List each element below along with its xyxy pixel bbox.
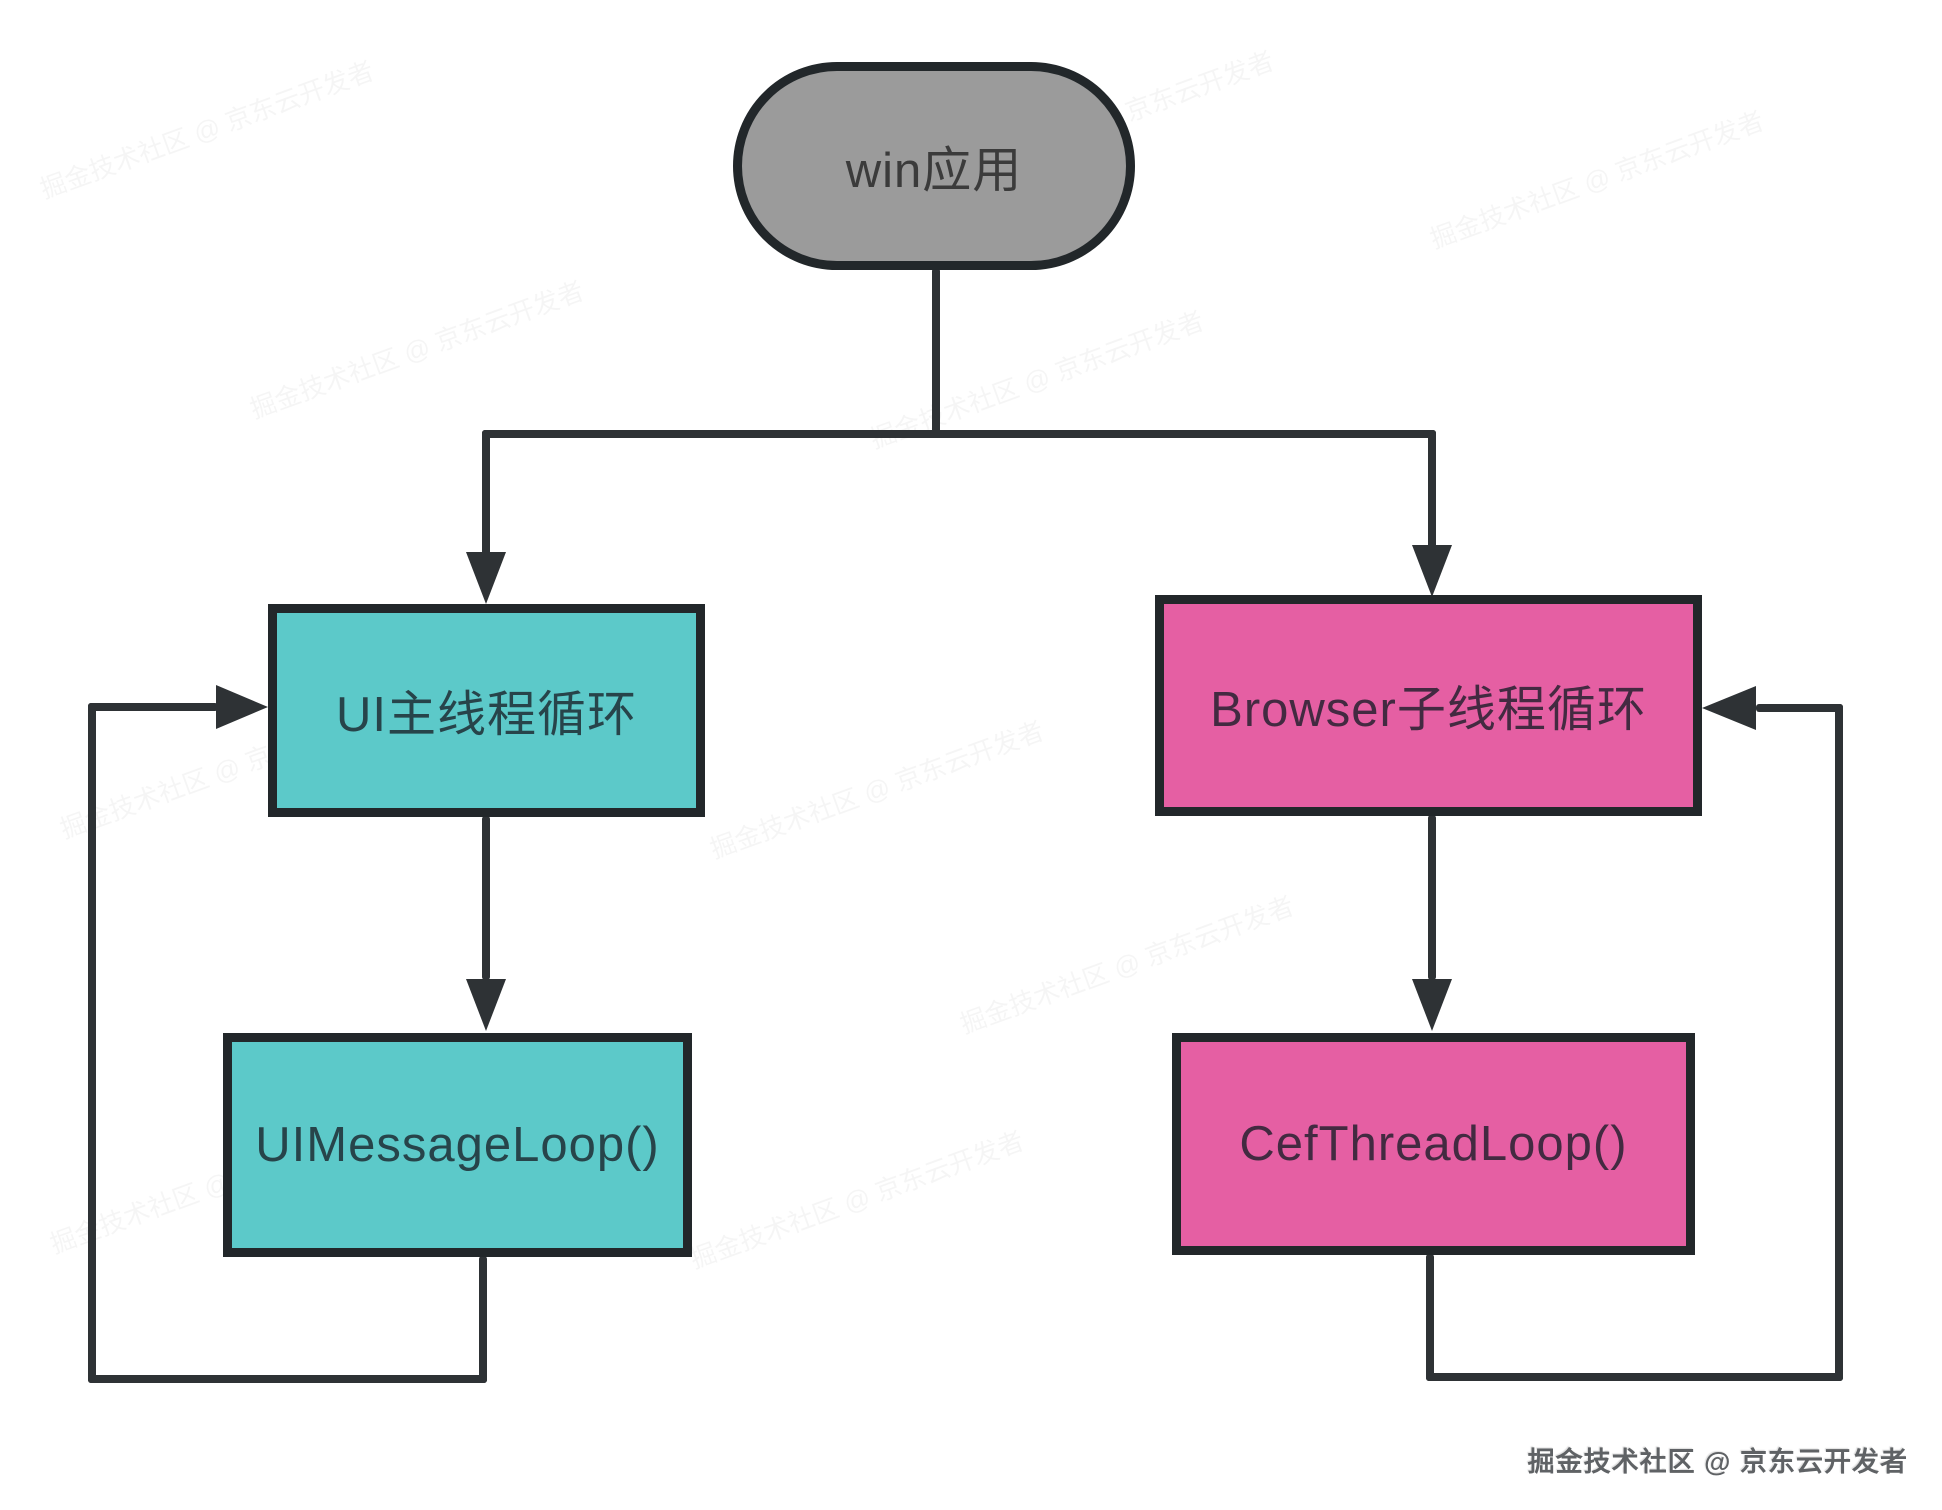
arrowhead-down-icon: [466, 552, 506, 604]
edge-left-loop-bottom: [88, 1375, 487, 1383]
node-ui-message-loop: UIMessageLoop(): [223, 1033, 692, 1257]
edge-branch-right-vertical: [1428, 430, 1436, 550]
edge-branch-left-vertical: [482, 430, 490, 558]
faint-watermark: 掘金技术社区 @ 京东云开发者: [244, 271, 588, 426]
node-ui-message-loop-label: UIMessageLoop(): [255, 1118, 660, 1172]
node-win-app-label: win应用: [845, 143, 1023, 198]
edge-uiloop-to-uimsg: [482, 816, 490, 980]
arrowhead-down-icon: [1412, 545, 1452, 597]
node-browser-child-thread-loop-label: Browser子线程循环: [1210, 683, 1647, 737]
node-ui-main-thread-loop: UI主线程循环: [268, 604, 705, 817]
arrowhead-down-icon: [1412, 979, 1452, 1031]
node-win-app: win应用: [733, 62, 1135, 270]
edge-left-loop-top: [88, 703, 218, 711]
edge-right-loop-top: [1756, 704, 1843, 712]
arrowhead-down-icon: [466, 979, 506, 1031]
node-browser-child-thread-loop: Browser子线程循环: [1155, 595, 1702, 816]
faint-watermark: 掘金技术社区 @ 京东云开发者: [1424, 101, 1768, 256]
faint-watermark: 掘金技术社区 @ 京东云开发者: [704, 711, 1048, 866]
faint-watermark: 掘金技术社区 @ 京东云开发者: [34, 51, 378, 206]
edge-left-loop-down: [479, 1256, 487, 1383]
edge-right-loop-down: [1426, 1254, 1434, 1381]
faint-watermark: 掘金技术社区 @ 京东云开发者: [954, 886, 1298, 1041]
edge-root-stem: [932, 268, 940, 438]
arrowhead-left-icon: [1702, 686, 1756, 730]
edge-right-loop-up: [1835, 704, 1843, 1381]
node-ui-main-thread-loop-label: UI主线程循环: [335, 688, 637, 742]
footer-watermark: 掘金技术社区 @ 京东云开发者: [1527, 1447, 1908, 1477]
faint-watermark: 掘金技术社区 @ 京东云开发者: [684, 1121, 1028, 1276]
edge-right-loop-bottom: [1426, 1373, 1843, 1381]
node-cef-thread-loop: CefThreadLoop(): [1172, 1033, 1695, 1255]
edge-left-loop-up: [88, 703, 96, 1383]
node-cef-thread-loop-label: CefThreadLoop(): [1239, 1117, 1628, 1171]
edge-split-horizontal: [482, 430, 1436, 438]
arrowhead-right-icon: [216, 685, 268, 729]
edge-browser-to-cef: [1428, 815, 1436, 980]
